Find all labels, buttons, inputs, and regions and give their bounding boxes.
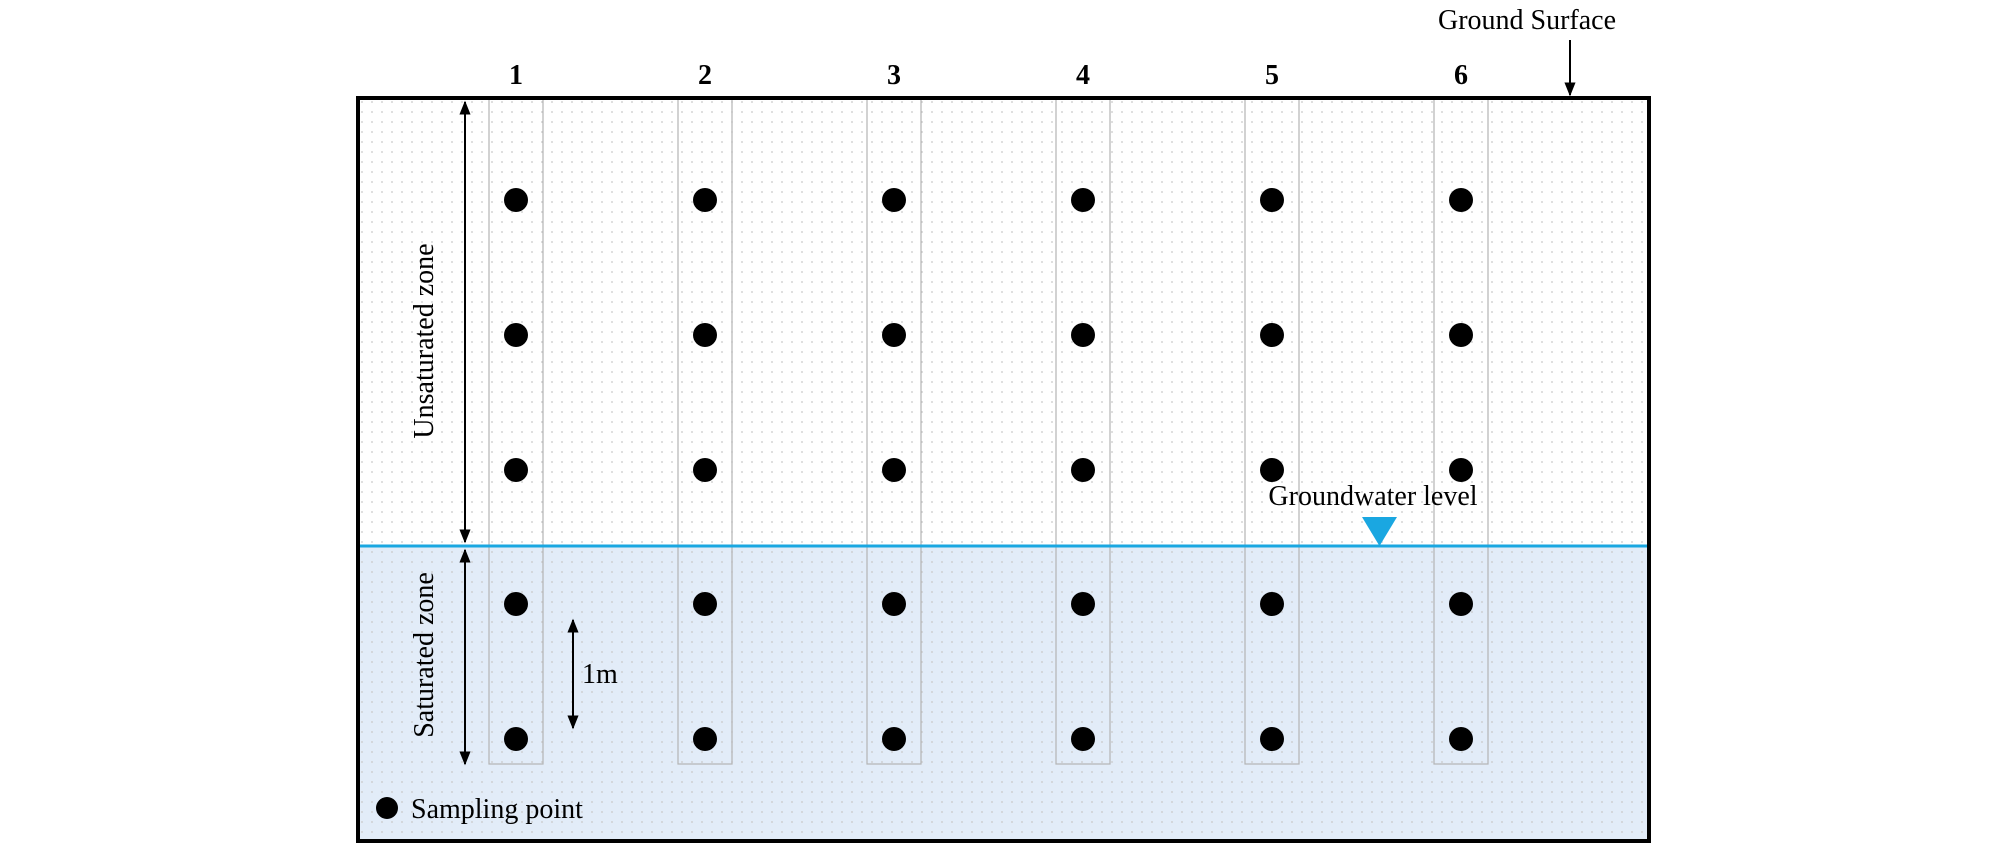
column-number-1: 1 (509, 60, 523, 91)
column-number-4: 4 (1076, 60, 1090, 91)
sampling-point-6-3 (1449, 458, 1473, 482)
column-number-6: 6 (1454, 60, 1468, 91)
sampling-point-1-3 (504, 458, 528, 482)
sampling-point-5-2 (1260, 323, 1284, 347)
sampling-point-1-5 (504, 727, 528, 751)
sampling-point-5-1 (1260, 188, 1284, 212)
sampling-point-5-4 (1260, 592, 1284, 616)
sampling-point-6-1 (1449, 188, 1473, 212)
sampling-point-4-3 (1071, 458, 1095, 482)
sampling-point-2-2 (693, 323, 717, 347)
scale-label: 1m (582, 659, 618, 690)
sampling-point-2-5 (693, 727, 717, 751)
sampling-point-6-5 (1449, 727, 1473, 751)
sampling-point-3-2 (882, 323, 906, 347)
sampling-point-1-4 (504, 592, 528, 616)
groundwater-level-label: Groundwater level (1268, 481, 1477, 512)
sampling-point-4-4 (1071, 592, 1095, 616)
sampling-point-5-3 (1260, 458, 1284, 482)
column-number-2: 2 (698, 60, 712, 91)
section-frame (356, 96, 1651, 843)
sampling-points (504, 188, 1473, 751)
groundwater-marker-icon (1362, 517, 1397, 546)
sampling-point-3-1 (882, 188, 906, 212)
sampling-point-2-4 (693, 592, 717, 616)
column-number-5: 5 (1265, 60, 1279, 91)
sampling-point-5-5 (1260, 727, 1284, 751)
saturated-zone-label: Saturated zone (409, 572, 440, 738)
sampling-point-3-5 (882, 727, 906, 751)
sampling-point-4-5 (1071, 727, 1095, 751)
sampling-point-3-4 (882, 592, 906, 616)
column-number-3: 3 (887, 60, 901, 91)
sampling-point-2-1 (693, 188, 717, 212)
sampling-point-2-3 (693, 458, 717, 482)
sampling-point-3-3 (882, 458, 906, 482)
sampling-point-1-2 (504, 323, 528, 347)
ground-surface-label: Ground Surface (1438, 5, 1616, 36)
legend-sampling-point-label: Sampling point (411, 794, 583, 825)
sampling-point-4-1 (1071, 188, 1095, 212)
sampling-point-4-2 (1071, 323, 1095, 347)
column-numbers: 1 2 3 4 5 6 (509, 60, 1468, 91)
sampling-point-6-2 (1449, 323, 1473, 347)
sampling-point-1-1 (504, 188, 528, 212)
legend-sampling-point-icon (376, 797, 398, 819)
sampling-point-6-4 (1449, 592, 1473, 616)
unsaturated-zone-label: Unsaturated zone (409, 243, 440, 438)
